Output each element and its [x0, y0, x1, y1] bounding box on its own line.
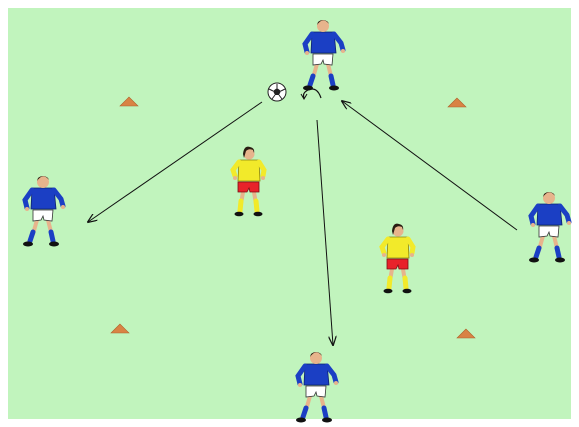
soccer-ball-icon	[267, 82, 287, 102]
pass-arrow-down	[316, 119, 333, 345]
pitch-area	[8, 8, 571, 419]
pass-arrow-left	[88, 101, 263, 222]
pass-arrow-right	[342, 101, 518, 231]
